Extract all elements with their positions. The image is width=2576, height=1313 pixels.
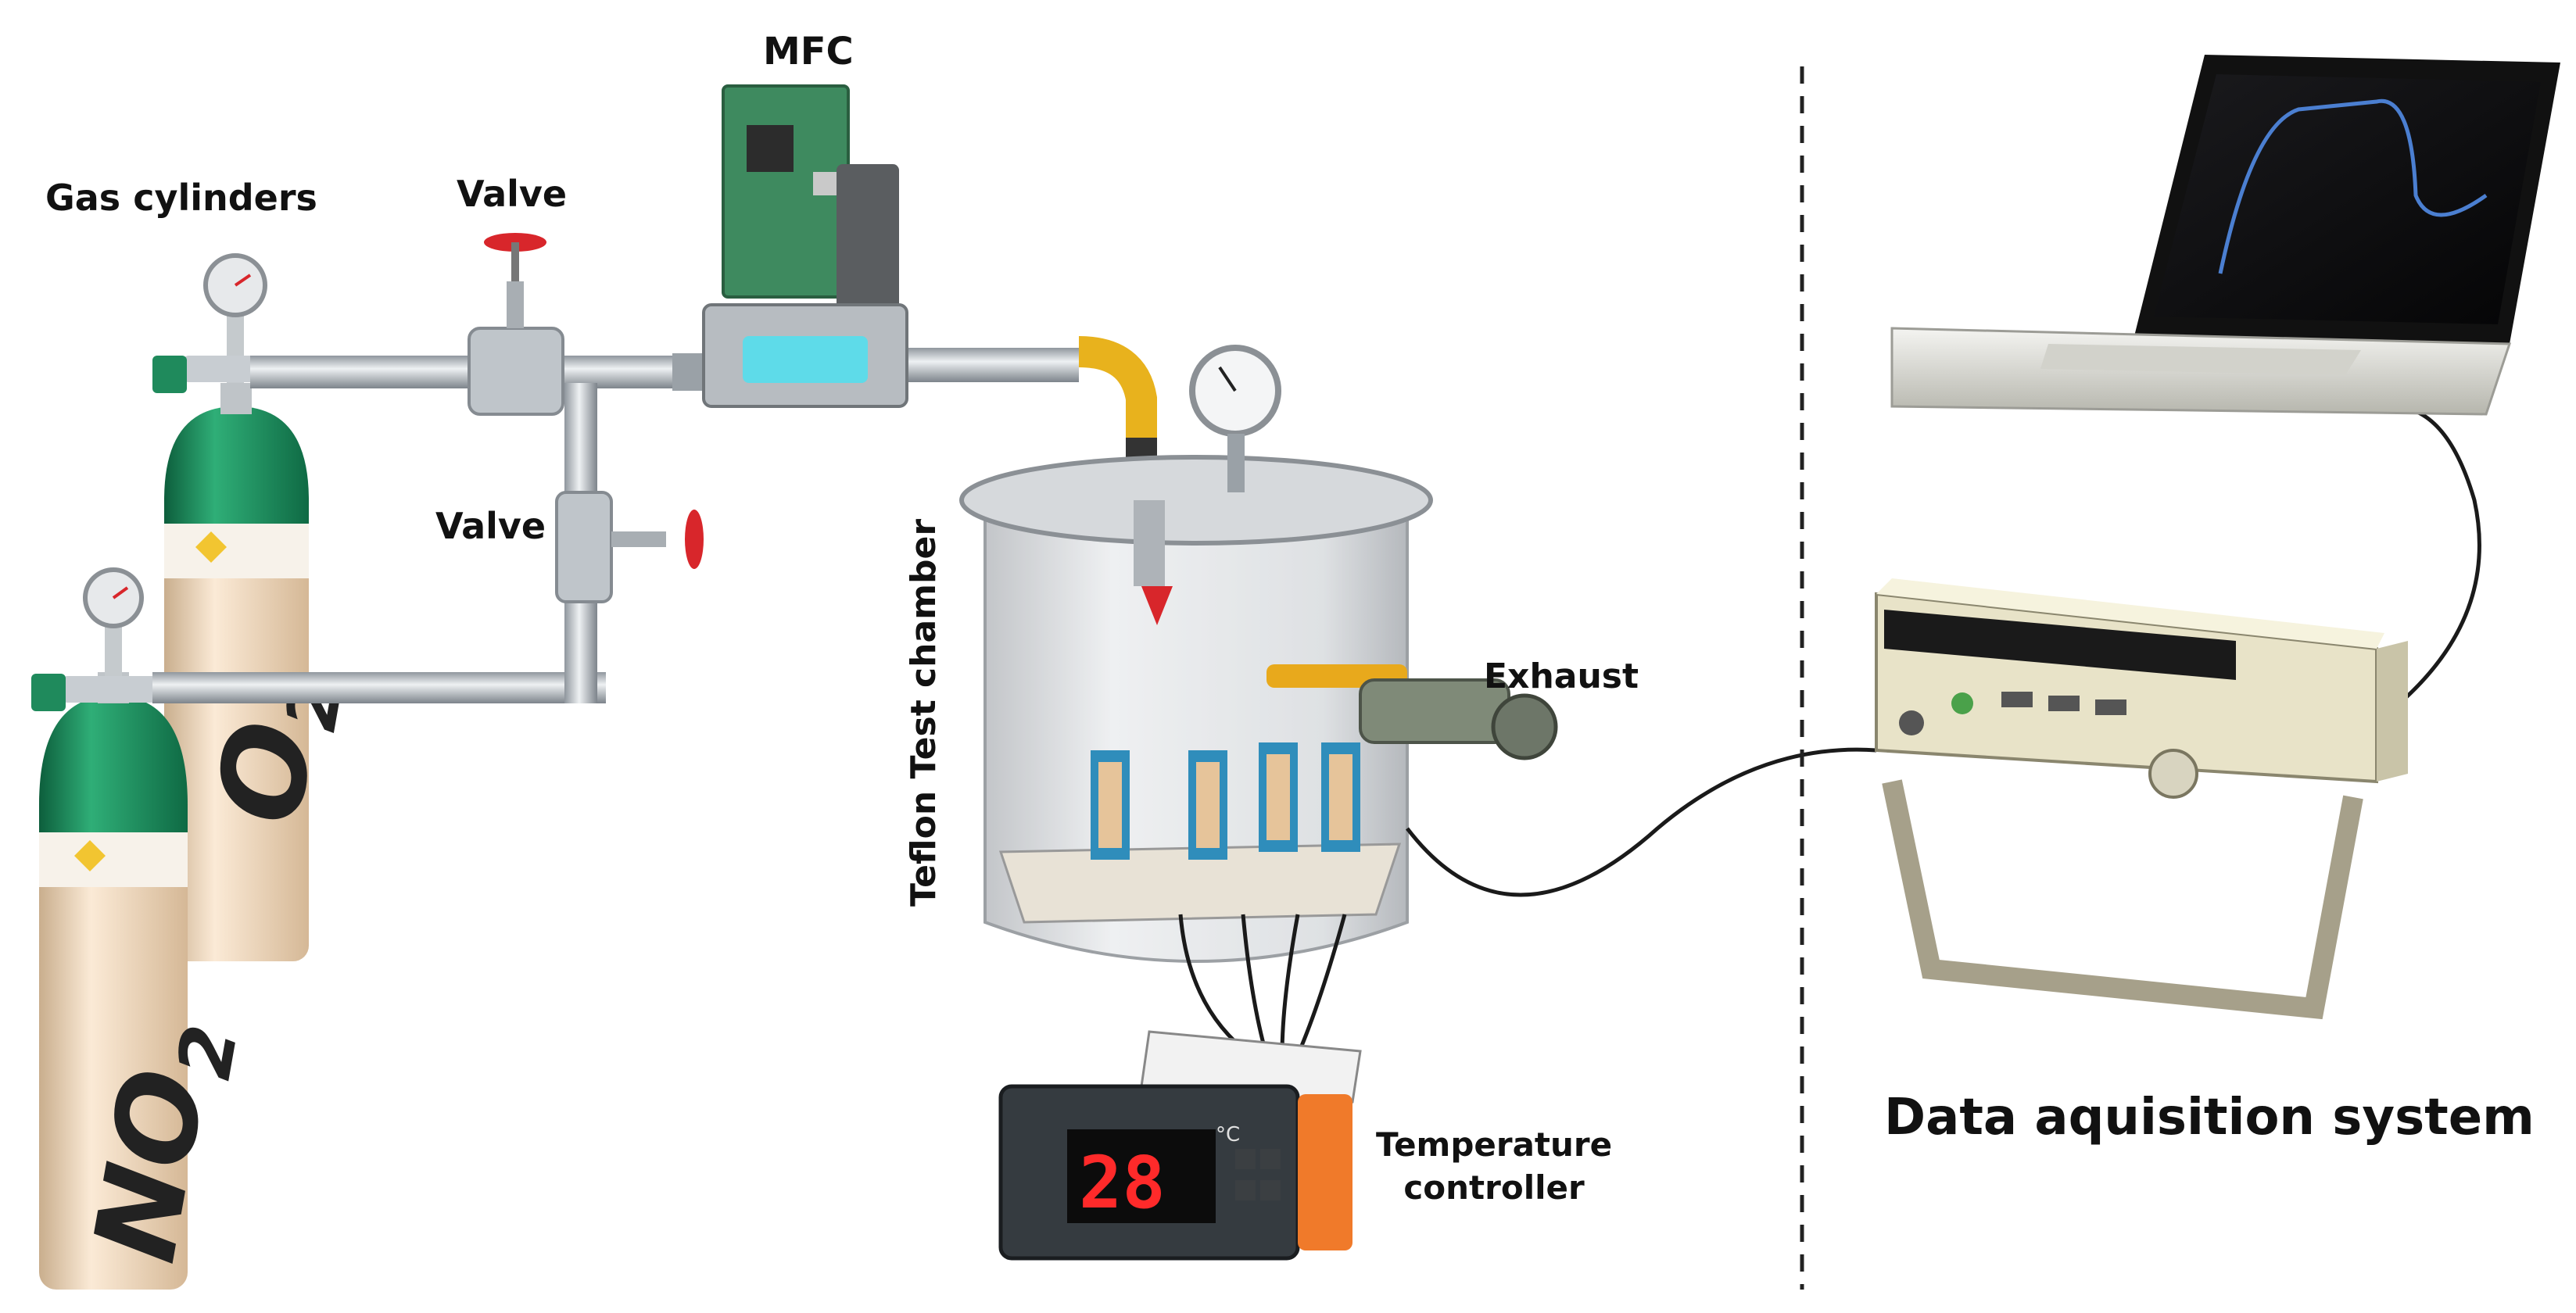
meter-handle: [1882, 779, 2363, 1020]
temperature-controller-label-line2: controller: [1403, 1168, 1585, 1207]
meter-button[interactable]: [2095, 699, 2126, 715]
temperature-controller-label: Temperature controller: [1376, 1124, 1612, 1209]
mfc-flow-channel: [743, 336, 868, 383]
valve-bottom-label: Valve: [435, 505, 546, 547]
temperature-controller-label-line1: Temperature: [1376, 1125, 1613, 1164]
meter-button[interactable]: [2048, 696, 2080, 711]
o2-formula: O2: [191, 664, 359, 835]
o2-cap-knob: [152, 356, 187, 393]
controller-display: [1067, 1129, 1216, 1223]
meter-button[interactable]: [2001, 692, 2033, 707]
up-button[interactable]: [1235, 1149, 1256, 1169]
no2-cap-knob: [31, 674, 66, 711]
valve-top[interactable]: [468, 233, 564, 416]
mfc-label: MFC: [763, 30, 854, 73]
no2-cylinder: NO2: [39, 672, 255, 1290]
chamber-lid: [959, 455, 1433, 546]
meter-display: [1884, 610, 2236, 680]
laptop-screen: [2154, 74, 2541, 324]
power-button[interactable]: [1899, 710, 1924, 735]
controller-terminal-block: [1298, 1094, 1352, 1250]
mfc-outlet-line: [899, 348, 1079, 382]
down-button[interactable]: [1260, 1149, 1281, 1169]
no2-line: [152, 672, 606, 703]
set-button[interactable]: [1235, 1180, 1256, 1200]
valve-bottom[interactable]: [555, 491, 704, 603]
laptop: [1890, 55, 2560, 416]
chamber-label: Teflon Test chamber: [904, 518, 944, 907]
no2-regulator: [31, 567, 156, 711]
mass-flow-controller: [702, 84, 908, 408]
daq-label: Data aquisition system: [1884, 1089, 2535, 1147]
mfc-valve-body: [837, 164, 899, 313]
temperature-readout: 28: [1079, 1141, 1166, 1225]
no2-formula: NO2: [69, 1009, 255, 1273]
exhaust-label: Exhaust: [1484, 656, 1639, 696]
sensor-cables: [1178, 404, 2481, 1057]
gas-cylinders-label: Gas cylinders: [45, 177, 317, 219]
data-acquisition-unit: [1875, 578, 2408, 1020]
temperature-controller: 28 °C: [998, 1030, 1362, 1261]
response-curve: [2218, 98, 2488, 274]
temperature-unit: °C: [1216, 1123, 1240, 1147]
meter-knob[interactable]: [2148, 749, 2198, 799]
valve-top-label: Valve: [457, 173, 568, 215]
teflon-test-chamber: [959, 345, 1433, 963]
hazard-icon: [74, 840, 106, 871]
valve-handle[interactable]: [685, 510, 704, 569]
meter-button[interactable]: [1951, 692, 1973, 714]
o2-cylinder: O2: [164, 383, 359, 961]
mode-button[interactable]: [1260, 1180, 1281, 1200]
hazard-icon: [195, 531, 227, 563]
exhaust-valve[interactable]: [1267, 664, 1558, 760]
